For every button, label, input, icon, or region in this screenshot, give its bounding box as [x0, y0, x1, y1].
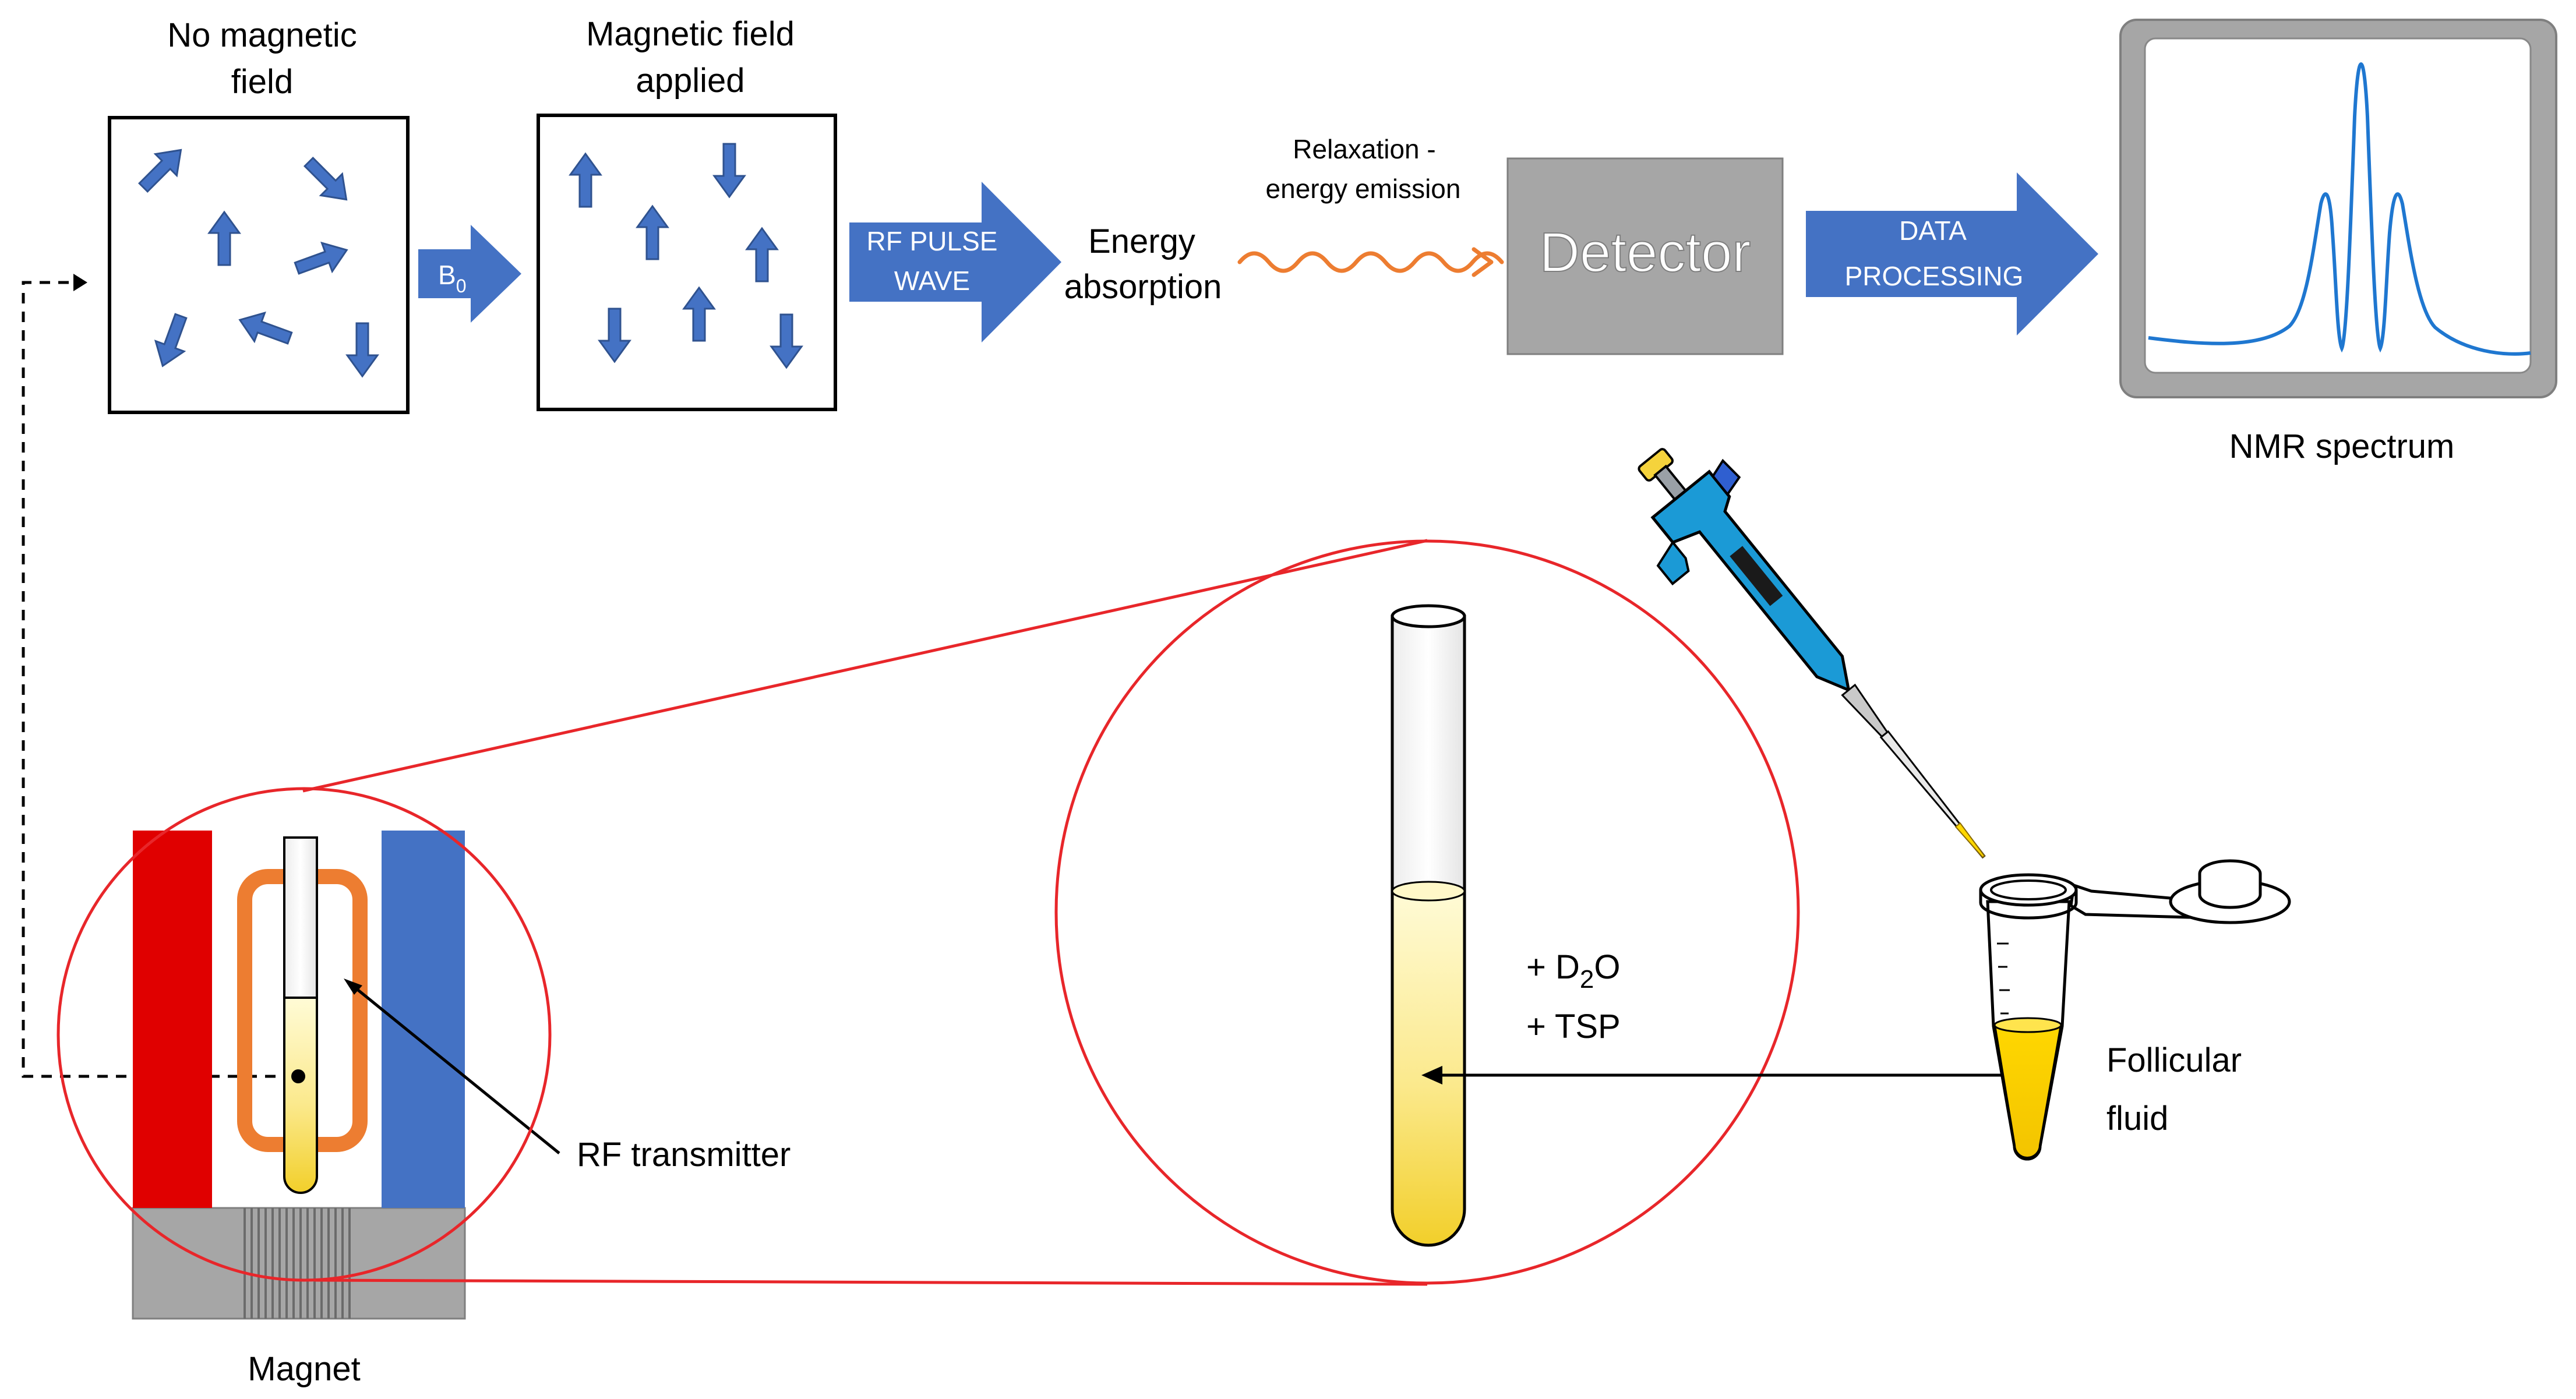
- spin-arrow-icon: [712, 143, 746, 199]
- b0-arrow: B0: [418, 225, 521, 323]
- energy-absorption-line1: Energy: [1088, 222, 1195, 260]
- spin-arrow-icon: [770, 313, 803, 369]
- detector-label: Detector: [1540, 221, 1751, 284]
- no-field-label-line1: No magnetic: [167, 16, 357, 54]
- magnet-assembly: [132, 831, 466, 1320]
- relaxation-line2: energy emission: [1266, 174, 1461, 204]
- energy-absorption-line2: absorption: [1064, 268, 1222, 306]
- follicular-fluid-line1: Follicular: [2106, 1041, 2242, 1079]
- b0-label: B0: [438, 260, 466, 296]
- data-processing-line1: DATA: [1899, 215, 1967, 246]
- spin-arrow-icon: [745, 227, 779, 282]
- field-applied-label-line2: applied: [636, 62, 744, 100]
- magnet-label: Magnet: [248, 1350, 360, 1388]
- magnet-coil-lines: [244, 1208, 351, 1319]
- spin-arrow-icon: [682, 286, 716, 342]
- wave-arrow-icon: [1237, 247, 1504, 277]
- nmr-tube-icon: [1391, 604, 1466, 1247]
- spin-arrow-icon: [207, 210, 241, 266]
- random-spins-group: [137, 149, 379, 378]
- rf-transmitter-pointer: [348, 982, 560, 1154]
- nmr-spectrum-label: NMR spectrum: [2229, 428, 2455, 465]
- small-nmr-tube-icon: [283, 836, 318, 1194]
- follicular-fluid-line2: fluid: [2106, 1100, 2168, 1137]
- spin-arrow-icon: [303, 156, 348, 201]
- spin-arrow-icon: [636, 204, 669, 260]
- data-processing-arrow: DATA PROCESSING: [1806, 172, 2098, 335]
- magnet-base: [132, 1207, 466, 1320]
- spin-arrow-icon: [345, 322, 379, 378]
- spin-arrow-icon: [154, 313, 188, 368]
- relaxation-line1: Relaxation -: [1293, 134, 1435, 164]
- magnet-pole-red: [133, 831, 212, 1208]
- data-processing-line2: PROCESSING: [1845, 261, 2024, 291]
- detector-box: Detector: [1506, 157, 1784, 355]
- rf-pulse-label-line1: RF PULSE: [867, 226, 998, 256]
- spin-arrow-icon: [569, 152, 602, 208]
- pipette-icon: [1638, 448, 1986, 859]
- spin-arrow-icon: [238, 311, 293, 345]
- rf-pulse-arrow: RF PULSE WAVE: [849, 182, 1061, 342]
- spin-arrow-icon: [294, 241, 348, 275]
- eppendorf-tube-icon: [1979, 859, 2291, 1161]
- zoom-circle-small: [57, 787, 552, 1282]
- zoom-indicator: [57, 539, 1800, 1286]
- spin-arrow-icon: [598, 308, 631, 363]
- no-field-label-line2: field: [231, 63, 293, 101]
- tsp-label: + TSP: [1526, 1008, 1621, 1045]
- field-applied-label-line1: Magnetic field: [586, 15, 795, 53]
- nmr-spectrum-trace: [2148, 62, 2531, 356]
- monitor-icon: [2119, 19, 2557, 398]
- rf-pulse-label-line2: WAVE: [894, 266, 970, 296]
- zoom-circle-large: [1054, 539, 1800, 1285]
- rf-transmitter-label: RF transmitter: [577, 1136, 791, 1174]
- d2o-label: + D2O: [1526, 948, 1620, 994]
- aligned-spins-group: [569, 143, 803, 369]
- spin-arrow-icon: [137, 149, 182, 193]
